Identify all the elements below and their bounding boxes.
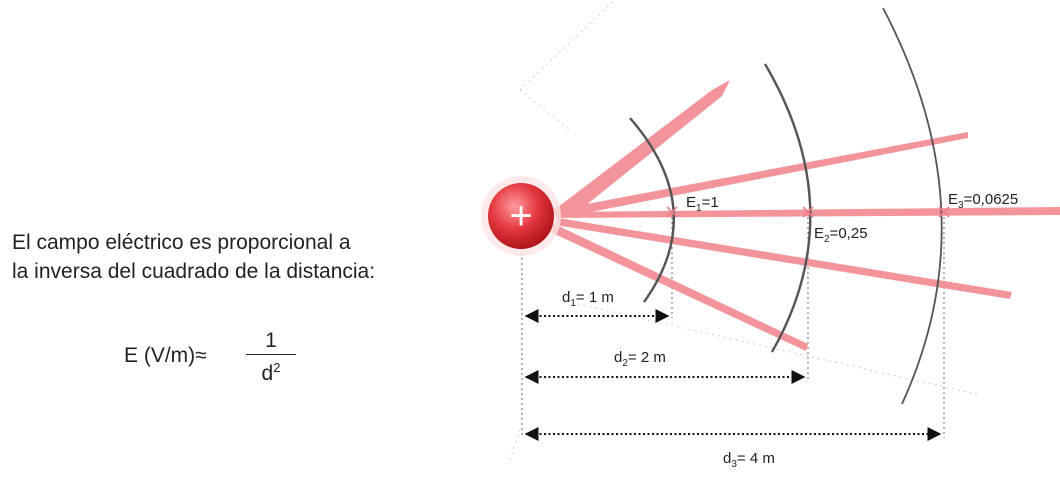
positive-charge: + [481, 176, 561, 256]
d1-subscript: 1 [570, 298, 576, 309]
e2-value: =0,25 [830, 225, 868, 242]
sector-edge-mid [519, 89, 571, 131]
label-e1: E1=1 [686, 194, 719, 214]
label-e3: E3=0,0625 [948, 191, 1018, 211]
e1-subscript: 1 [696, 203, 702, 214]
sector-outlines [509, 0, 981, 461]
e3-subscript: 3 [958, 200, 964, 211]
label-d1: d1= 1 m [562, 289, 614, 309]
wavefront-3 [882, 7, 943, 405]
point-marker-2 [802, 206, 814, 218]
label-e2: E2=0,25 [814, 225, 868, 245]
caption: El campo eléctrico es proporcional a la … [12, 228, 442, 286]
d3-subscript: 3 [731, 459, 737, 470]
sector-edge-left [509, 429, 521, 461]
point-marker-1 [666, 206, 678, 218]
formula-fraction: 1 d2 [246, 328, 296, 385]
d2-value: = 2 m [628, 349, 666, 366]
d3-value: = 4 m [737, 450, 775, 467]
formula-denominator: d2 [246, 355, 296, 385]
field-line-lower [546, 222, 808, 351]
caption-line-2: la inversa del cuadrado de la distancia: [12, 260, 376, 283]
charge-symbol: + [509, 194, 532, 238]
e1-symbol: E [686, 194, 696, 211]
d1-symbol: d [562, 289, 570, 306]
e1-value: =1 [702, 194, 719, 211]
field-line-lower-right [555, 218, 1012, 299]
e2-symbol: E [814, 225, 824, 242]
d1-value: = 1 m [576, 289, 614, 306]
e3-value: =0,0625 [964, 191, 1019, 208]
fraction-bar [246, 354, 296, 355]
label-d3: d3= 4 m [723, 450, 775, 470]
guide-lines [521, 212, 945, 438]
e2-subscript: 2 [824, 234, 830, 245]
field-line-upper-right [555, 132, 968, 218]
field-lines [546, 80, 1060, 351]
e3-symbol: E [948, 191, 958, 208]
sector-edge-top [519, 0, 616, 91]
field-point-markers [666, 206, 950, 218]
formula-lhs: E (V/m)≈ [124, 344, 207, 367]
denominator-exponent: 2 [273, 360, 281, 375]
sector-edge-bottom [559, 299, 981, 396]
denominator-base: d [261, 362, 274, 385]
point-marker-3 [938, 206, 950, 218]
wavefronts [629, 7, 943, 405]
d2-subscript: 2 [622, 358, 628, 369]
d3-symbol: d [723, 450, 731, 467]
caption-line-1: El campo eléctrico es proporcional a [12, 231, 351, 254]
field-line-upper [548, 80, 730, 214]
d2-symbol: d [614, 349, 622, 366]
label-d2: d2= 2 m [614, 349, 666, 369]
formula-numerator: 1 [265, 329, 277, 352]
distance-arrows [524, 309, 942, 441]
charge-sphere [488, 183, 554, 249]
